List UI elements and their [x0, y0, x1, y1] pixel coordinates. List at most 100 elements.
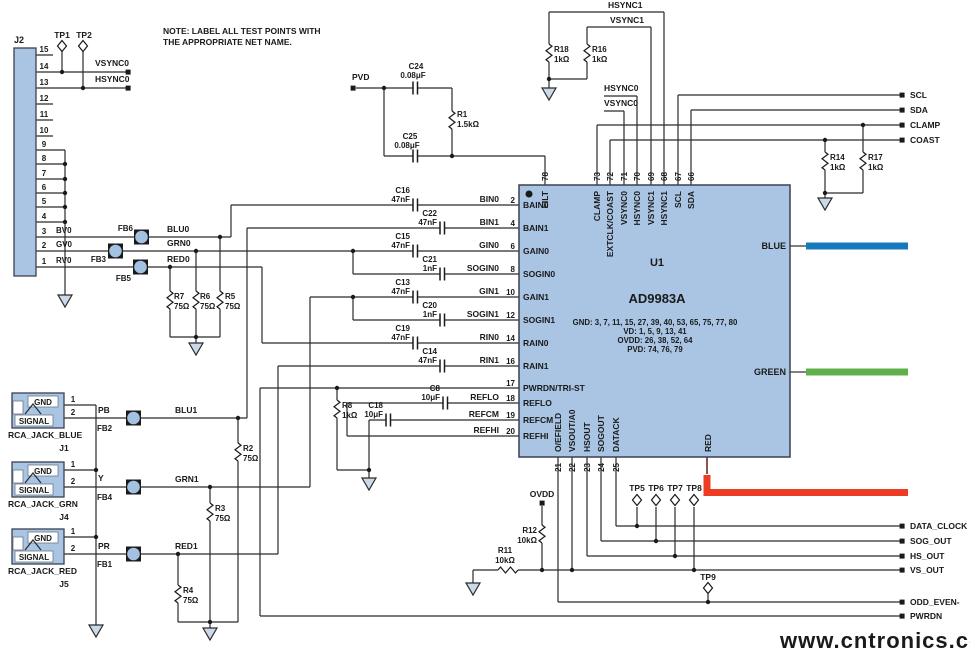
ic-power-note: VD: 1, 5, 9, 13, 41 — [623, 327, 687, 336]
r1-resistor-icon — [448, 110, 456, 130]
fb2-bead-core — [127, 411, 140, 425]
clamp-terminal-label: CLAMP — [910, 120, 941, 130]
j2-pin-number: 11 — [40, 110, 49, 119]
c21-value: 1nF — [423, 264, 437, 273]
r16-resistor-icon — [583, 43, 591, 63]
tp6-label: TP6 — [648, 483, 664, 493]
ground-icon — [56, 294, 74, 309]
jack-signal-label: SIGNAL — [19, 553, 49, 562]
c20-name: C20 — [422, 301, 437, 310]
r2-value: 75Ω — [243, 454, 259, 463]
ic-power-note: PVD: 74, 76, 79 — [627, 345, 683, 354]
c8-capacitor-icon — [442, 396, 449, 410]
jack-pin1: 1 — [71, 395, 76, 404]
reference-network: C8 10μF C18 10μF R8 1kΩ — [333, 384, 449, 427]
note-block: NOTE: LABEL ALL TEST POINTS WITH THE APP… — [163, 26, 321, 47]
r14-name: R14 — [830, 153, 845, 162]
ic-pin-label: HSOUT — [582, 421, 592, 452]
c24-capacitor-icon — [412, 81, 419, 95]
termination-resistors-0: R5 75Ω R6 75Ω R7 75Ω — [166, 290, 241, 311]
net-label: REFCM — [469, 409, 499, 419]
blu0-net-label: BLU0 — [167, 224, 189, 234]
ground-icon — [360, 477, 378, 492]
ic-power-note: OVDD: 26, 38, 52, 64 — [618, 336, 694, 345]
sda-terminal-label: SDA — [910, 105, 928, 115]
c19-name: C19 — [395, 324, 410, 333]
ic-pin-number: 78 — [541, 172, 550, 181]
r12-value: 10kΩ — [517, 536, 537, 545]
rca-jack-blue: GND SIGNAL 1 2 RCA_JACK_BLUE J1 — [8, 392, 82, 453]
ground-icon — [187, 342, 205, 357]
hs-out-terminal-label: HS_OUT — [910, 551, 945, 561]
c24-value: 0.08μF — [400, 71, 425, 80]
c18-value: 10μF — [364, 410, 383, 419]
r8-value: 1kΩ — [342, 411, 358, 420]
ic-pin-number: 66 — [687, 172, 696, 181]
ic-pin-number: 8 — [511, 265, 516, 274]
ic-pin-label: VSOUT/A0 — [567, 409, 577, 452]
r3-resistor-icon — [206, 502, 214, 522]
jack-pin1: 1 — [71, 527, 76, 536]
c19-value: 47nF — [391, 333, 410, 342]
video-output-bars — [703, 242, 908, 496]
ic-pin-label: CLAMP — [592, 191, 602, 222]
jack-plug-icon — [24, 472, 42, 484]
jack-pin2: 2 — [71, 544, 76, 553]
r6-name: R6 — [200, 292, 211, 301]
ic-pin-label: FILT — [540, 190, 550, 208]
r6-resistor-icon — [192, 290, 200, 310]
r3-name: R3 — [215, 504, 226, 513]
j2-refdes: J2 — [14, 35, 24, 45]
j2-pin-number: 6 — [42, 183, 47, 192]
jack-gnd-label: GND — [34, 534, 52, 543]
grn1-net-label: GRN1 — [175, 474, 199, 484]
connector-j2: J2 15 14 13 12 11 10 9 8 7 6 5 4 3 2 1 B… — [13, 35, 73, 277]
tp7-testpoint-icon — [669, 493, 681, 507]
net-label-bv0: BV0 — [56, 226, 72, 235]
r8-name: R8 — [342, 401, 353, 410]
fb1-label: FB1 — [97, 560, 113, 569]
fb1-bead-core — [127, 547, 140, 561]
ferrite-beads: FB6 FB3 FB5 FB2 FB4 FB1 — [91, 224, 149, 569]
r4-resistor-icon — [174, 584, 182, 604]
ic-pin-label: BAIN1 — [523, 223, 549, 233]
j2-pin-number: 7 — [42, 169, 47, 178]
net-label: RIN1 — [480, 355, 500, 365]
fb3-bead-core — [109, 244, 122, 258]
jack-pin2: 2 — [71, 408, 76, 417]
net-label: SOGIN1 — [467, 309, 499, 319]
c19-capacitor-icon — [412, 336, 419, 350]
ic-pin-number: 20 — [506, 427, 515, 436]
r7-value: 75Ω — [174, 302, 190, 311]
ic-pin-number: 14 — [506, 334, 515, 343]
ic-pin-label: PWRDN/TRI-ST — [523, 383, 586, 393]
r5-value: 75Ω — [225, 302, 241, 311]
net-terminals — [125, 69, 905, 619]
c16-name: C16 — [395, 186, 410, 195]
fb6-bead-core — [135, 230, 148, 244]
pr-net-label: PR — [98, 541, 110, 551]
coast-terminal-label: COAST — [910, 135, 941, 145]
tp1-label: TP1 — [54, 30, 70, 40]
testpoints-bottom: TP5 TP6 TP7 TP8 TP9 — [629, 483, 716, 595]
ic-body — [518, 184, 791, 458]
tp5-label: TP5 — [629, 483, 645, 493]
ic-pin-number: 67 — [674, 172, 683, 181]
ic-pin-label: SDA — [686, 191, 696, 209]
ic-pin-label: REFHI — [523, 431, 549, 441]
ic-pin-label: GREEN — [754, 367, 786, 377]
c22-capacitor-icon — [439, 221, 446, 235]
ic-pin-number: 19 — [506, 411, 515, 420]
r11-resistor-icon — [497, 566, 519, 574]
c21-capacitor-icon — [439, 267, 446, 281]
c22-value: 47nF — [418, 218, 437, 227]
j2-pin-number: 2 — [42, 241, 47, 250]
c14-capacitor-icon — [439, 359, 446, 373]
ic-ad9983a: U1 AD9983A GND: 3, 7, 11, 15, 27, 39, 40… — [467, 172, 791, 472]
j2-pin-number: 9 — [42, 140, 47, 149]
ic-pin-label: RAIN1 — [523, 361, 549, 371]
net-label: BIN1 — [480, 217, 500, 227]
c25-value: 0.08μF — [394, 141, 419, 150]
net-label: SOGIN0 — [467, 263, 499, 273]
